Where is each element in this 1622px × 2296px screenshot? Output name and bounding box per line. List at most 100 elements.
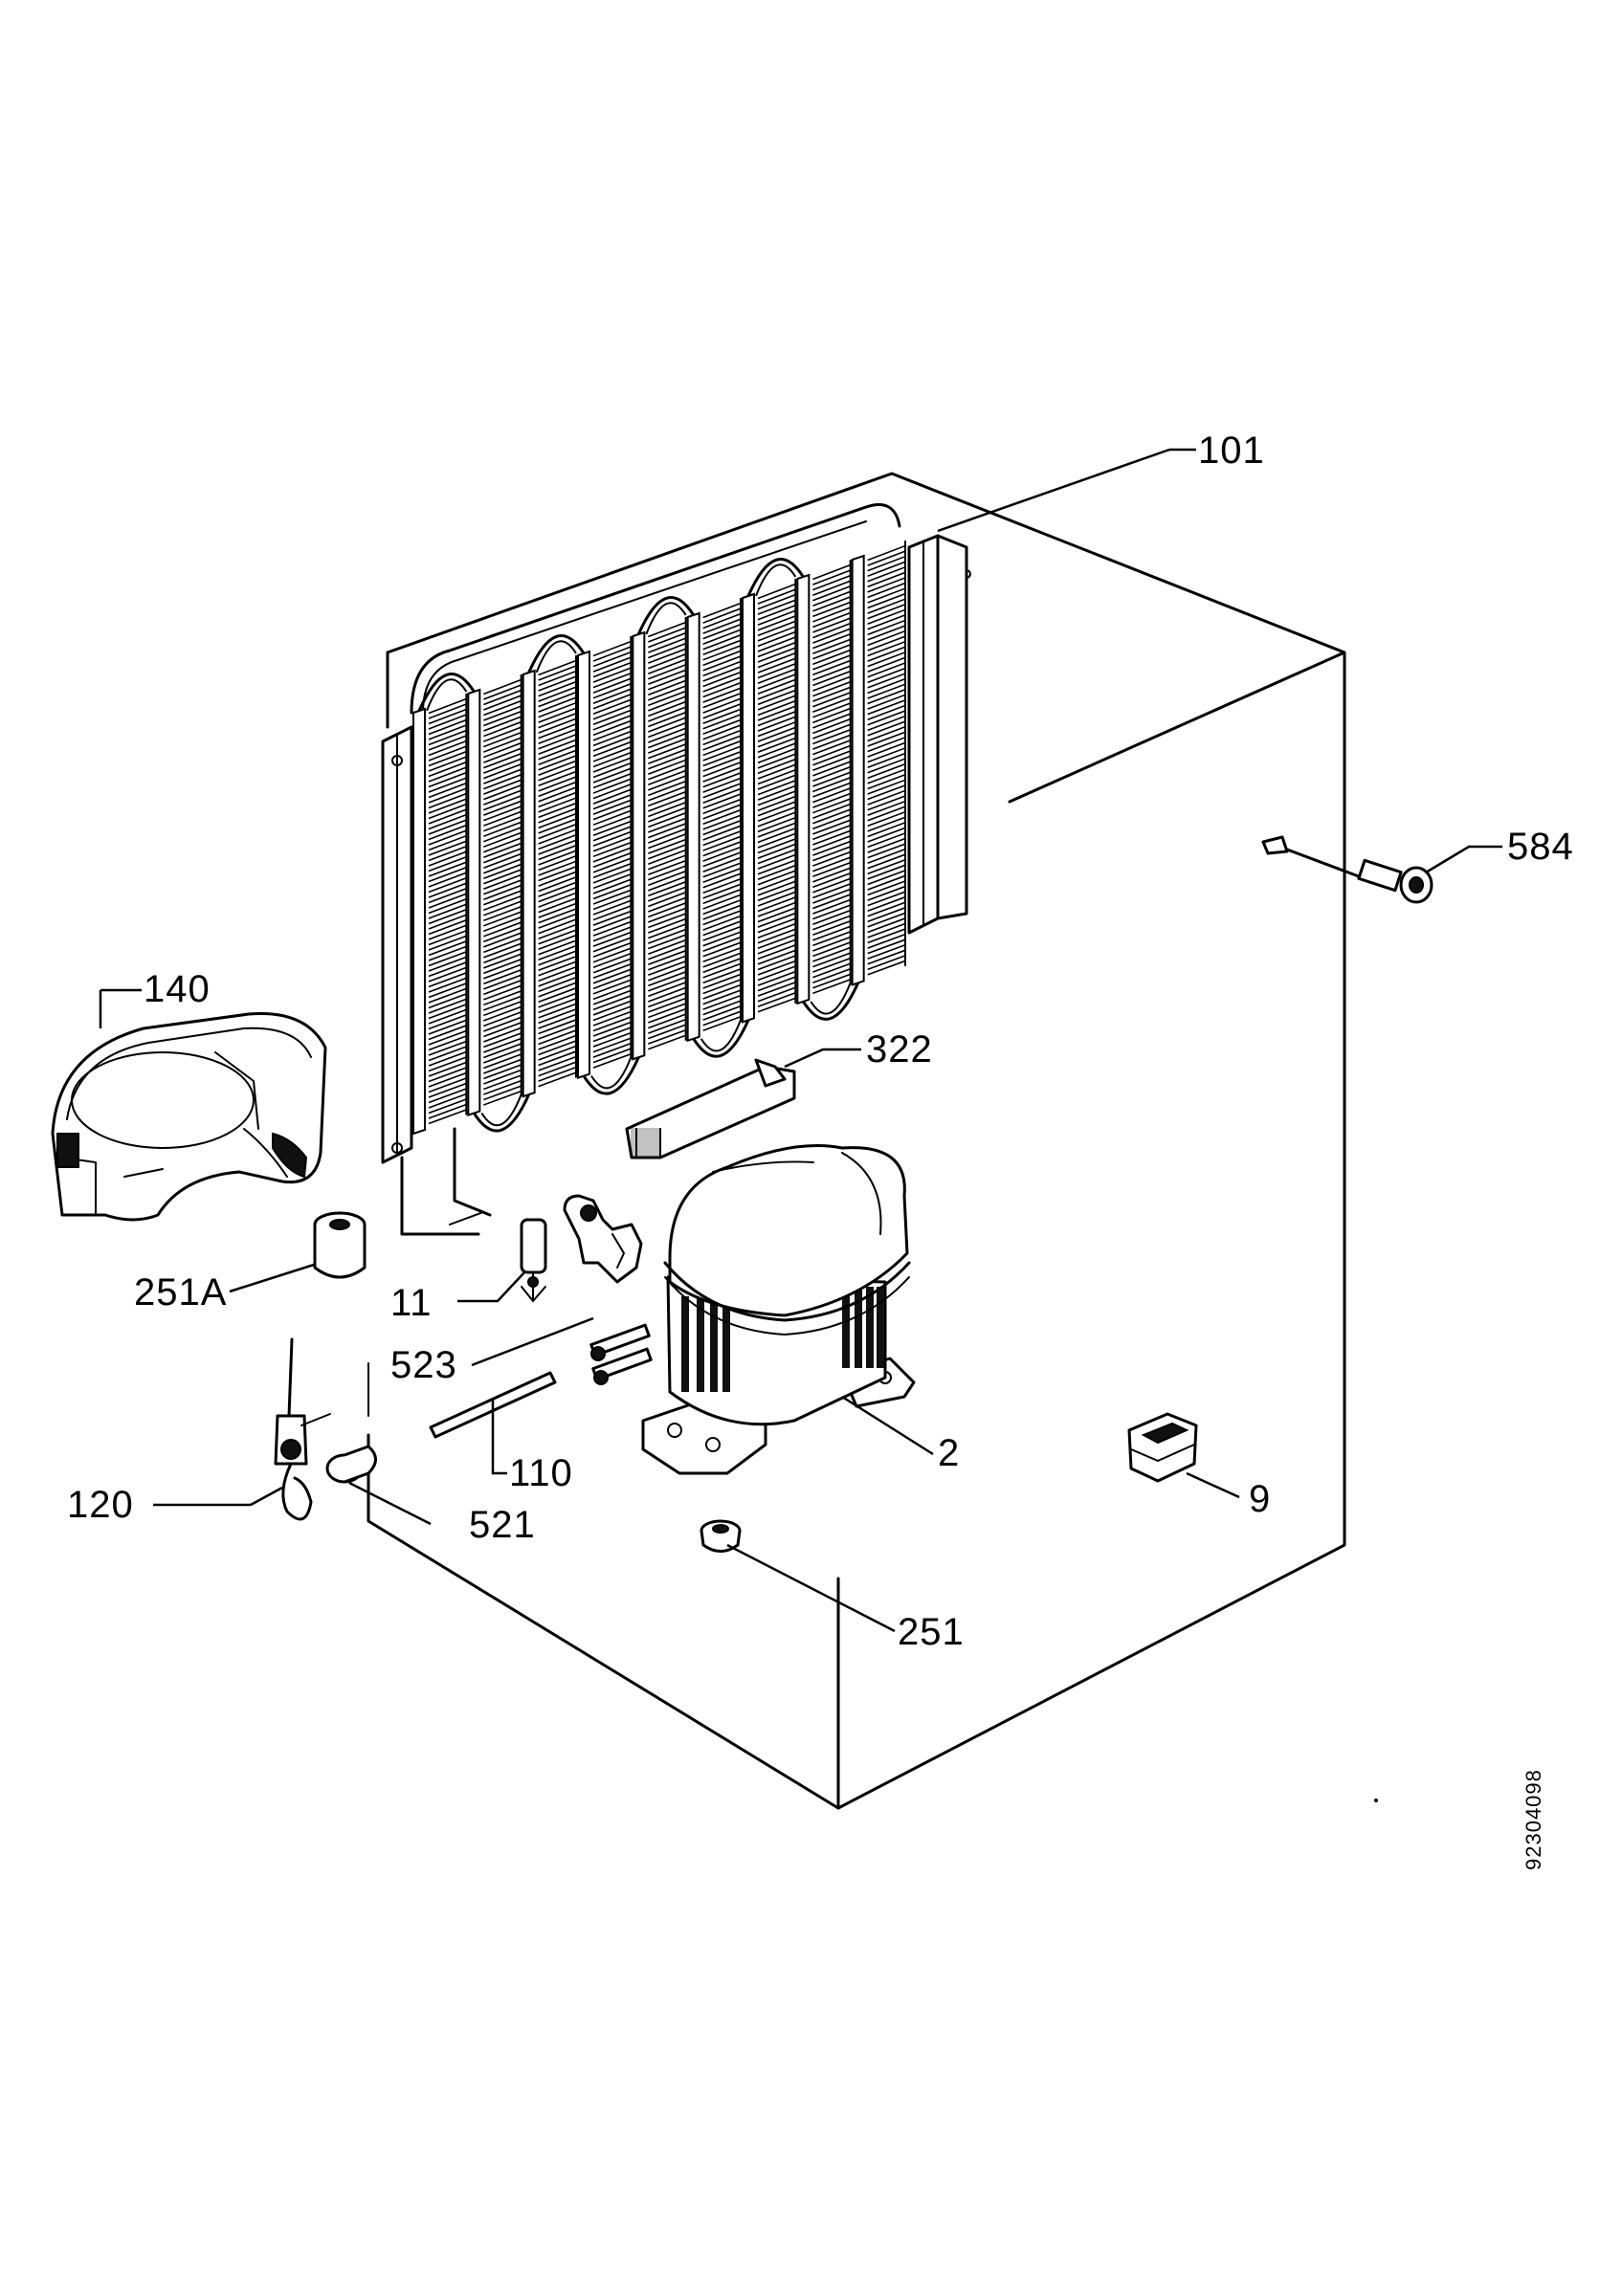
fin-line — [648, 1018, 686, 1034]
fin-line — [592, 757, 632, 773]
fin-line — [757, 630, 796, 648]
fin-line — [428, 1056, 467, 1072]
fin-line — [867, 907, 906, 923]
fin-line — [757, 636, 796, 652]
thermostat-120-part — [274, 1337, 331, 1521]
fin-line — [867, 768, 906, 784]
fin-line — [483, 916, 522, 933]
fin-line — [483, 1005, 522, 1022]
fin-line — [702, 612, 742, 629]
fin-line — [428, 714, 467, 730]
fin-line — [757, 626, 796, 642]
fin-line — [648, 838, 686, 854]
fin-line — [538, 1008, 577, 1025]
fin-line — [702, 877, 742, 894]
fin-line — [592, 688, 632, 704]
fin-line — [483, 816, 522, 832]
fin-line — [702, 830, 742, 847]
fin-line — [592, 719, 632, 737]
fin-line — [867, 592, 906, 609]
fin-line — [428, 919, 467, 936]
fin-line — [538, 723, 577, 740]
fin-line — [592, 683, 632, 699]
label-101: 101 — [1198, 430, 1265, 472]
fin-line — [867, 741, 906, 758]
fin-line — [538, 802, 577, 819]
tube-bend-top-inner — [755, 563, 797, 597]
fin-line — [483, 762, 522, 780]
callout-labels: 101 584 140 322 251A 11 523 110 2 9 120 … — [67, 430, 1574, 1653]
tube-bend-bottom-inner — [810, 982, 852, 1015]
fin-line — [538, 749, 577, 765]
fin-line — [538, 1003, 577, 1019]
fin-line — [592, 1021, 632, 1037]
condenser-fin-hatch — [648, 621, 686, 1050]
fin-line — [648, 1003, 686, 1019]
fin-line — [702, 634, 742, 651]
fin-line — [757, 832, 796, 849]
fin-line — [648, 642, 686, 659]
compressor-shade-stripe — [877, 1287, 884, 1368]
fin-line — [483, 1022, 522, 1038]
fin-line — [592, 830, 632, 848]
fin-line — [812, 601, 851, 618]
fin-line — [867, 949, 906, 965]
fin-line — [538, 760, 577, 777]
fin-line — [812, 813, 851, 830]
fin-line — [648, 902, 686, 918]
fin-line — [867, 699, 906, 716]
fin-line — [702, 655, 742, 672]
fin-line — [483, 726, 522, 742]
fin-line — [702, 941, 742, 958]
fin-line — [538, 1029, 577, 1046]
fin-line — [702, 808, 742, 826]
fin-line — [702, 798, 742, 815]
fin-line — [592, 873, 632, 890]
fin-line — [757, 795, 796, 811]
fin-line — [483, 731, 522, 748]
fin-line — [867, 762, 906, 780]
fin-line — [757, 769, 796, 785]
fin-line — [428, 872, 467, 888]
fin-line — [757, 811, 796, 828]
fin-line — [648, 1013, 686, 1029]
fin-line — [648, 917, 686, 934]
fin-line — [592, 709, 632, 726]
fin-line — [538, 950, 577, 966]
fin-line — [648, 717, 686, 733]
fin-line — [648, 913, 686, 929]
fin-line — [538, 680, 577, 697]
fin-line — [867, 550, 906, 566]
fin-line — [648, 992, 686, 1008]
fin-line — [483, 911, 522, 927]
fin-line — [867, 806, 906, 822]
fin-line — [483, 795, 522, 811]
fin-line — [538, 765, 577, 782]
fin-line — [648, 664, 686, 680]
sensor-584-part — [1261, 835, 1433, 904]
condenser-tube — [796, 573, 811, 1005]
fin-line — [702, 766, 742, 783]
fin-line — [812, 713, 851, 729]
fin-line — [757, 806, 796, 823]
label-251a: 251A — [134, 1271, 227, 1314]
fin-line — [812, 702, 851, 718]
fin-line — [648, 982, 686, 998]
fin-line — [812, 659, 851, 676]
fin-line — [428, 882, 467, 898]
fin-line — [702, 645, 742, 661]
fin-line — [428, 903, 467, 919]
fin-line — [592, 1005, 632, 1022]
fin-line — [538, 791, 577, 808]
fin-line — [702, 787, 742, 804]
fin-line — [812, 819, 851, 835]
label-584: 584 — [1507, 826, 1574, 868]
fin-line — [648, 621, 686, 638]
tube-bend-top — [417, 673, 476, 712]
fin-line — [702, 708, 742, 724]
fin-line — [592, 920, 632, 937]
document-number: 92304098 — [1522, 1769, 1545, 1870]
fin-line — [648, 923, 686, 939]
fin-line — [592, 862, 632, 879]
